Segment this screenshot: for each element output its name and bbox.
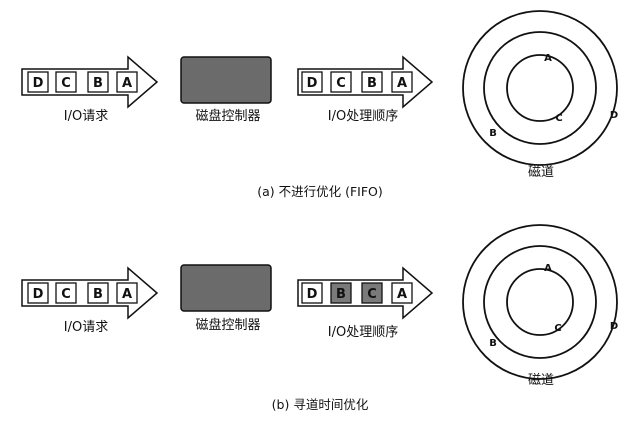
processing-queue-b: D B C A I/O处理顺序: [297, 266, 434, 340]
queue-box: A: [116, 282, 138, 304]
queue-box-letter: A: [122, 287, 132, 302]
track-outer: [462, 224, 618, 380]
queue-box-letter: A: [122, 76, 132, 91]
queue-box-letter: C: [367, 287, 377, 302]
disk-controller-a: 磁盘控制器: [180, 56, 272, 124]
queue-box: A: [116, 71, 138, 93]
track-point-label: A: [544, 53, 552, 64]
track-middle: [483, 245, 597, 359]
queue-box-letter: D: [307, 76, 318, 91]
track-inner: [506, 268, 574, 336]
queue-box-letter: C: [336, 76, 346, 91]
disk-controller-block: [180, 56, 272, 104]
queue-box-letter: B: [367, 76, 377, 91]
disk-label: 磁道: [528, 165, 554, 180]
queue-box-highlighted: B: [330, 282, 352, 304]
queue-box: C: [55, 71, 77, 93]
track-inner: [506, 54, 574, 122]
disk-controller-block: [180, 264, 272, 312]
disk-tracks-a: A C B D 磁道: [462, 10, 618, 180]
processing-queue-label: I/O处理顺序: [328, 325, 398, 340]
queue-box-letter: D: [307, 287, 318, 302]
queue-box: D: [27, 71, 49, 93]
request-queue-label: I/O请求: [64, 109, 108, 124]
disk-tracks-b: A C B D 磁道: [462, 224, 618, 388]
queue-box-letter: B: [93, 76, 103, 91]
track-point-label: B: [489, 128, 497, 139]
queue-box: A: [391, 71, 413, 93]
queue-box-letter: B: [93, 287, 103, 302]
queue-box: C: [55, 282, 77, 304]
track-point-label: C: [554, 323, 561, 334]
track-point-label: D: [610, 321, 618, 332]
queue-box: C: [330, 71, 352, 93]
disk-controller-b: 磁盘控制器: [180, 264, 272, 333]
queue-box-letter: C: [61, 287, 71, 302]
panel-b: D C B A I/O请求 磁盘控制器: [21, 224, 618, 412]
track-outer: [462, 10, 618, 166]
queue-box: D: [301, 282, 323, 304]
queue-box-letter: A: [397, 76, 407, 91]
queue-box-letter: D: [33, 287, 44, 302]
track-point-label: C: [555, 113, 562, 124]
track-middle: [483, 31, 597, 145]
queue-box-letter: C: [61, 76, 71, 91]
queue-box-letter: B: [336, 287, 346, 302]
request-queue-a: D C B A I/O请求: [21, 55, 159, 124]
queue-box-highlighted: C: [361, 282, 383, 304]
request-queue-b: D C B A I/O请求: [21, 266, 159, 335]
track-point-label: A: [544, 263, 552, 274]
queue-box-letter: D: [33, 76, 44, 91]
track-point-label: B: [489, 338, 497, 349]
request-queue-label: I/O请求: [64, 320, 108, 335]
queue-box-letter: A: [397, 287, 407, 302]
disk-controller-label: 磁盘控制器: [195, 108, 260, 124]
processing-queue-label: I/O处理顺序: [328, 109, 398, 124]
queue-box: B: [87, 282, 109, 304]
queue-box: B: [87, 71, 109, 93]
disk-controller-label: 磁盘控制器: [195, 317, 260, 333]
processing-queue-a: D C B A I/O处理顺序: [297, 55, 434, 124]
track-point-label: D: [610, 110, 618, 121]
panel-a: D C B A I/O请求 磁盘控制器: [21, 10, 618, 199]
panel-caption: (a) 不进行优化 (FIFO): [257, 184, 383, 199]
queue-box: A: [391, 282, 413, 304]
disk-label: 磁道: [528, 373, 554, 388]
queue-box: D: [301, 71, 323, 93]
queue-box: B: [361, 71, 383, 93]
panel-caption: (b) 寻道时间优化: [272, 397, 369, 412]
queue-box: D: [27, 282, 49, 304]
